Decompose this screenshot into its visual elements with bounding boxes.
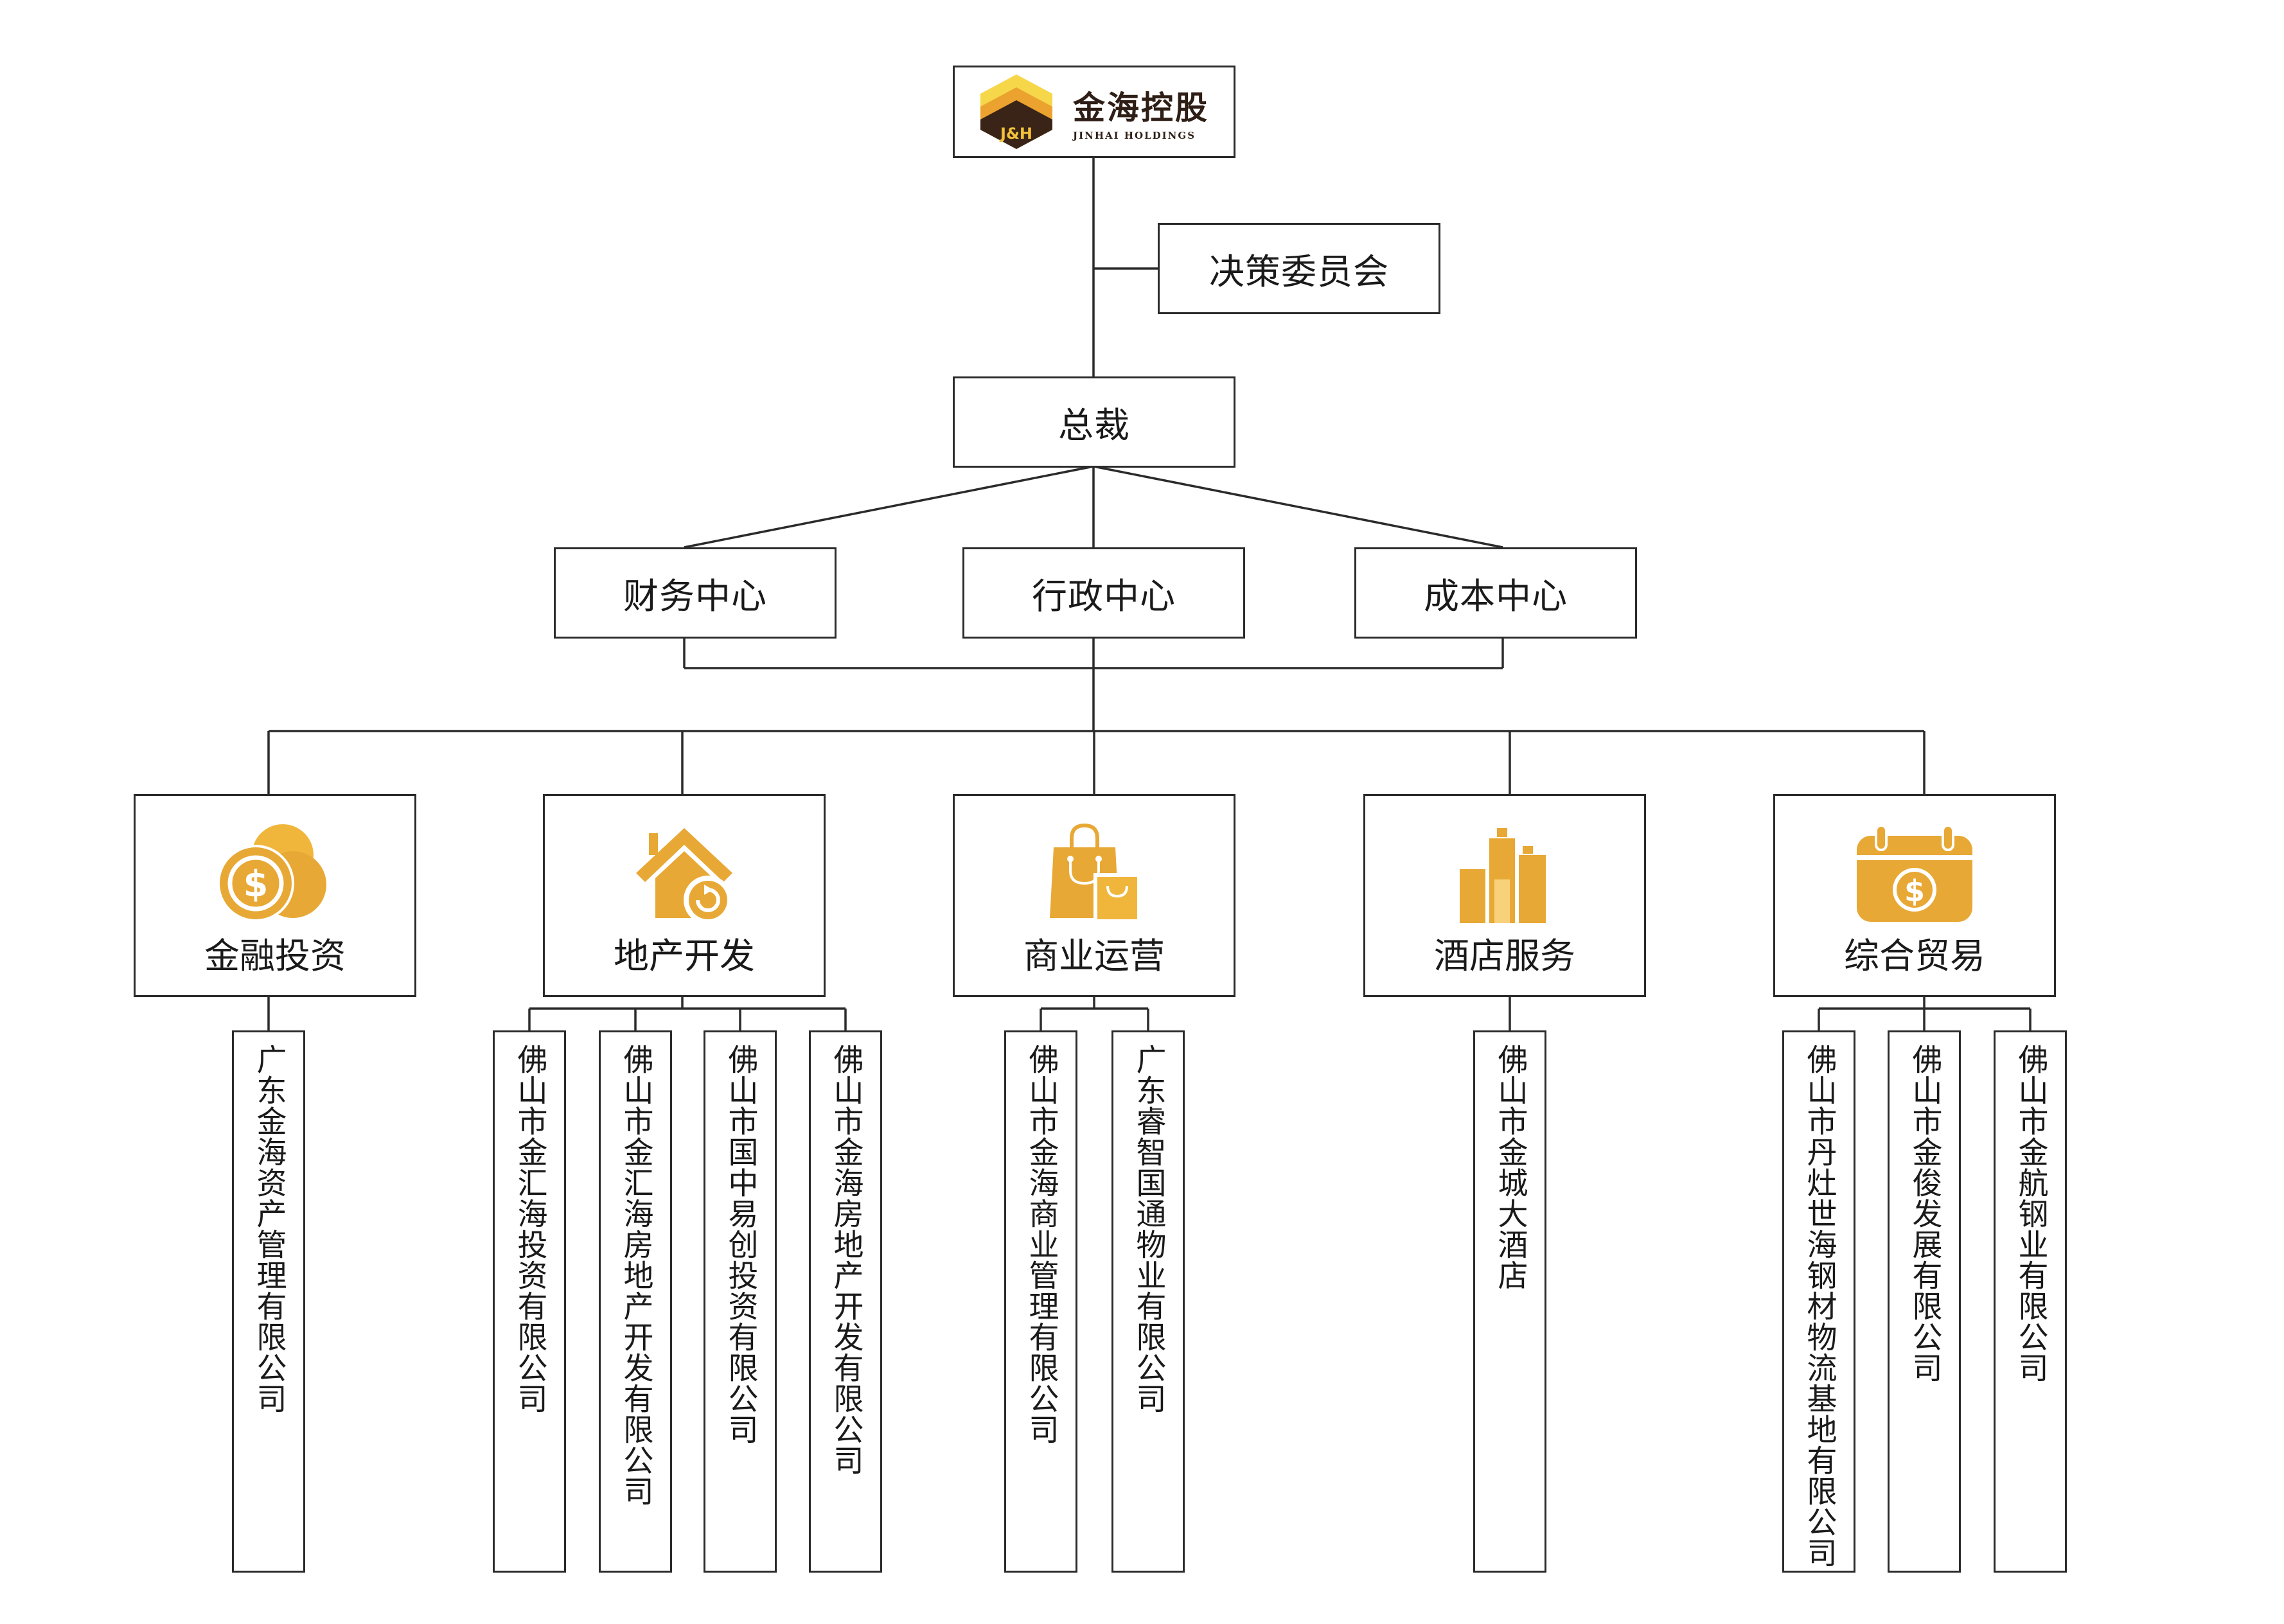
company-box: 佛山市金汇海投资有限公司 [493, 1030, 566, 1573]
committee-label: 决策委员会 [1208, 251, 1389, 292]
coins-dollar-icon: $ [217, 824, 326, 922]
committee-box: 决策委员会 [1158, 223, 1440, 314]
company-box: 佛山市金海商业管理有限公司 [1004, 1030, 1077, 1573]
president-box: 总裁 [953, 376, 1235, 468]
division-finance-box: $ 金融投资 [134, 794, 416, 997]
center-label: 行政中心 [1031, 576, 1176, 617]
logo-name-en: JINHAI HOLDINGS [1073, 130, 1196, 141]
company-box: 佛山市丹灶世海钢材物流基地有限公司 [1782, 1030, 1855, 1573]
company-name: 佛山市金俊发展有限公司 [1906, 1044, 1942, 1383]
division-label: 金融投资 [204, 935, 346, 976]
company-box: 佛山市金海房地产开发有限公司 [809, 1030, 882, 1573]
division-label: 地产开发 [613, 935, 755, 976]
shopping-bags-icon [1050, 823, 1141, 922]
division-label: 商业运营 [1023, 935, 1165, 976]
company-box: 佛山市金城大酒店 [1473, 1030, 1546, 1573]
company-name: 佛山市金汇海投资有限公司 [511, 1044, 547, 1414]
center-cost-box: 成本中心 [1354, 547, 1637, 639]
company-name: 佛山市金航钢业有限公司 [2012, 1044, 2048, 1383]
company-box: 佛山市金航钢业有限公司 [1994, 1030, 2067, 1573]
company-name: 佛山市金海商业管理有限公司 [1023, 1044, 1059, 1445]
company-box: 佛山市金汇海房地产开发有限公司 [599, 1030, 672, 1573]
calendar-dollar-icon: $ [1857, 824, 1972, 922]
company-name: 佛山市丹灶世海钢材物流基地有限公司 [1801, 1044, 1837, 1568]
center-finance-box: 财务中心 [554, 547, 837, 639]
company-box: 广东金海资产管理有限公司 [232, 1030, 305, 1573]
house-refresh-icon [636, 828, 732, 924]
svg-text:$: $ [1904, 874, 1925, 908]
buildings-icon [1460, 828, 1546, 923]
company-name: 广东睿智国通物业有限公司 [1130, 1044, 1166, 1414]
company-name: 佛山市国中易创投资有限公司 [722, 1044, 758, 1445]
logo-name-cn: 金海控股 [1073, 89, 1209, 127]
center-admin-box: 行政中心 [962, 547, 1245, 639]
division-realestate-box: 地产开发 [543, 794, 826, 997]
company-box: 广东睿智国通物业有限公司 [1111, 1030, 1185, 1573]
company-name: 广东金海资产管理有限公司 [251, 1044, 287, 1414]
president-label: 总裁 [1058, 405, 1130, 446]
company-name: 佛山市金汇海房地产开发有限公司 [617, 1044, 653, 1506]
company-box: 佛山市金俊发展有限公司 [1888, 1030, 1961, 1573]
center-label: 财务中心 [623, 576, 767, 617]
division-label: 综合贸易 [1843, 935, 1985, 976]
company-name: 佛山市金海房地产开发有限公司 [828, 1044, 863, 1476]
center-label: 成本中心 [1423, 576, 1568, 617]
logo-mark-text: J&H [999, 125, 1032, 143]
division-commercial-box: 商业运营 [953, 794, 1235, 997]
division-hotel-box: 酒店服务 [1363, 794, 1646, 997]
logo-box: J&H 金海控股 JINHAI HOLDINGS [953, 66, 1235, 158]
jh-logo-icon: J&H [980, 75, 1052, 149]
company-box: 佛山市国中易创投资有限公司 [704, 1030, 777, 1573]
svg-text:$: $ [243, 863, 269, 905]
division-trade-box: $ 综合贸易 [1773, 794, 2056, 997]
company-name: 佛山市金城大酒店 [1492, 1044, 1528, 1291]
division-label: 酒店服务 [1433, 935, 1575, 976]
